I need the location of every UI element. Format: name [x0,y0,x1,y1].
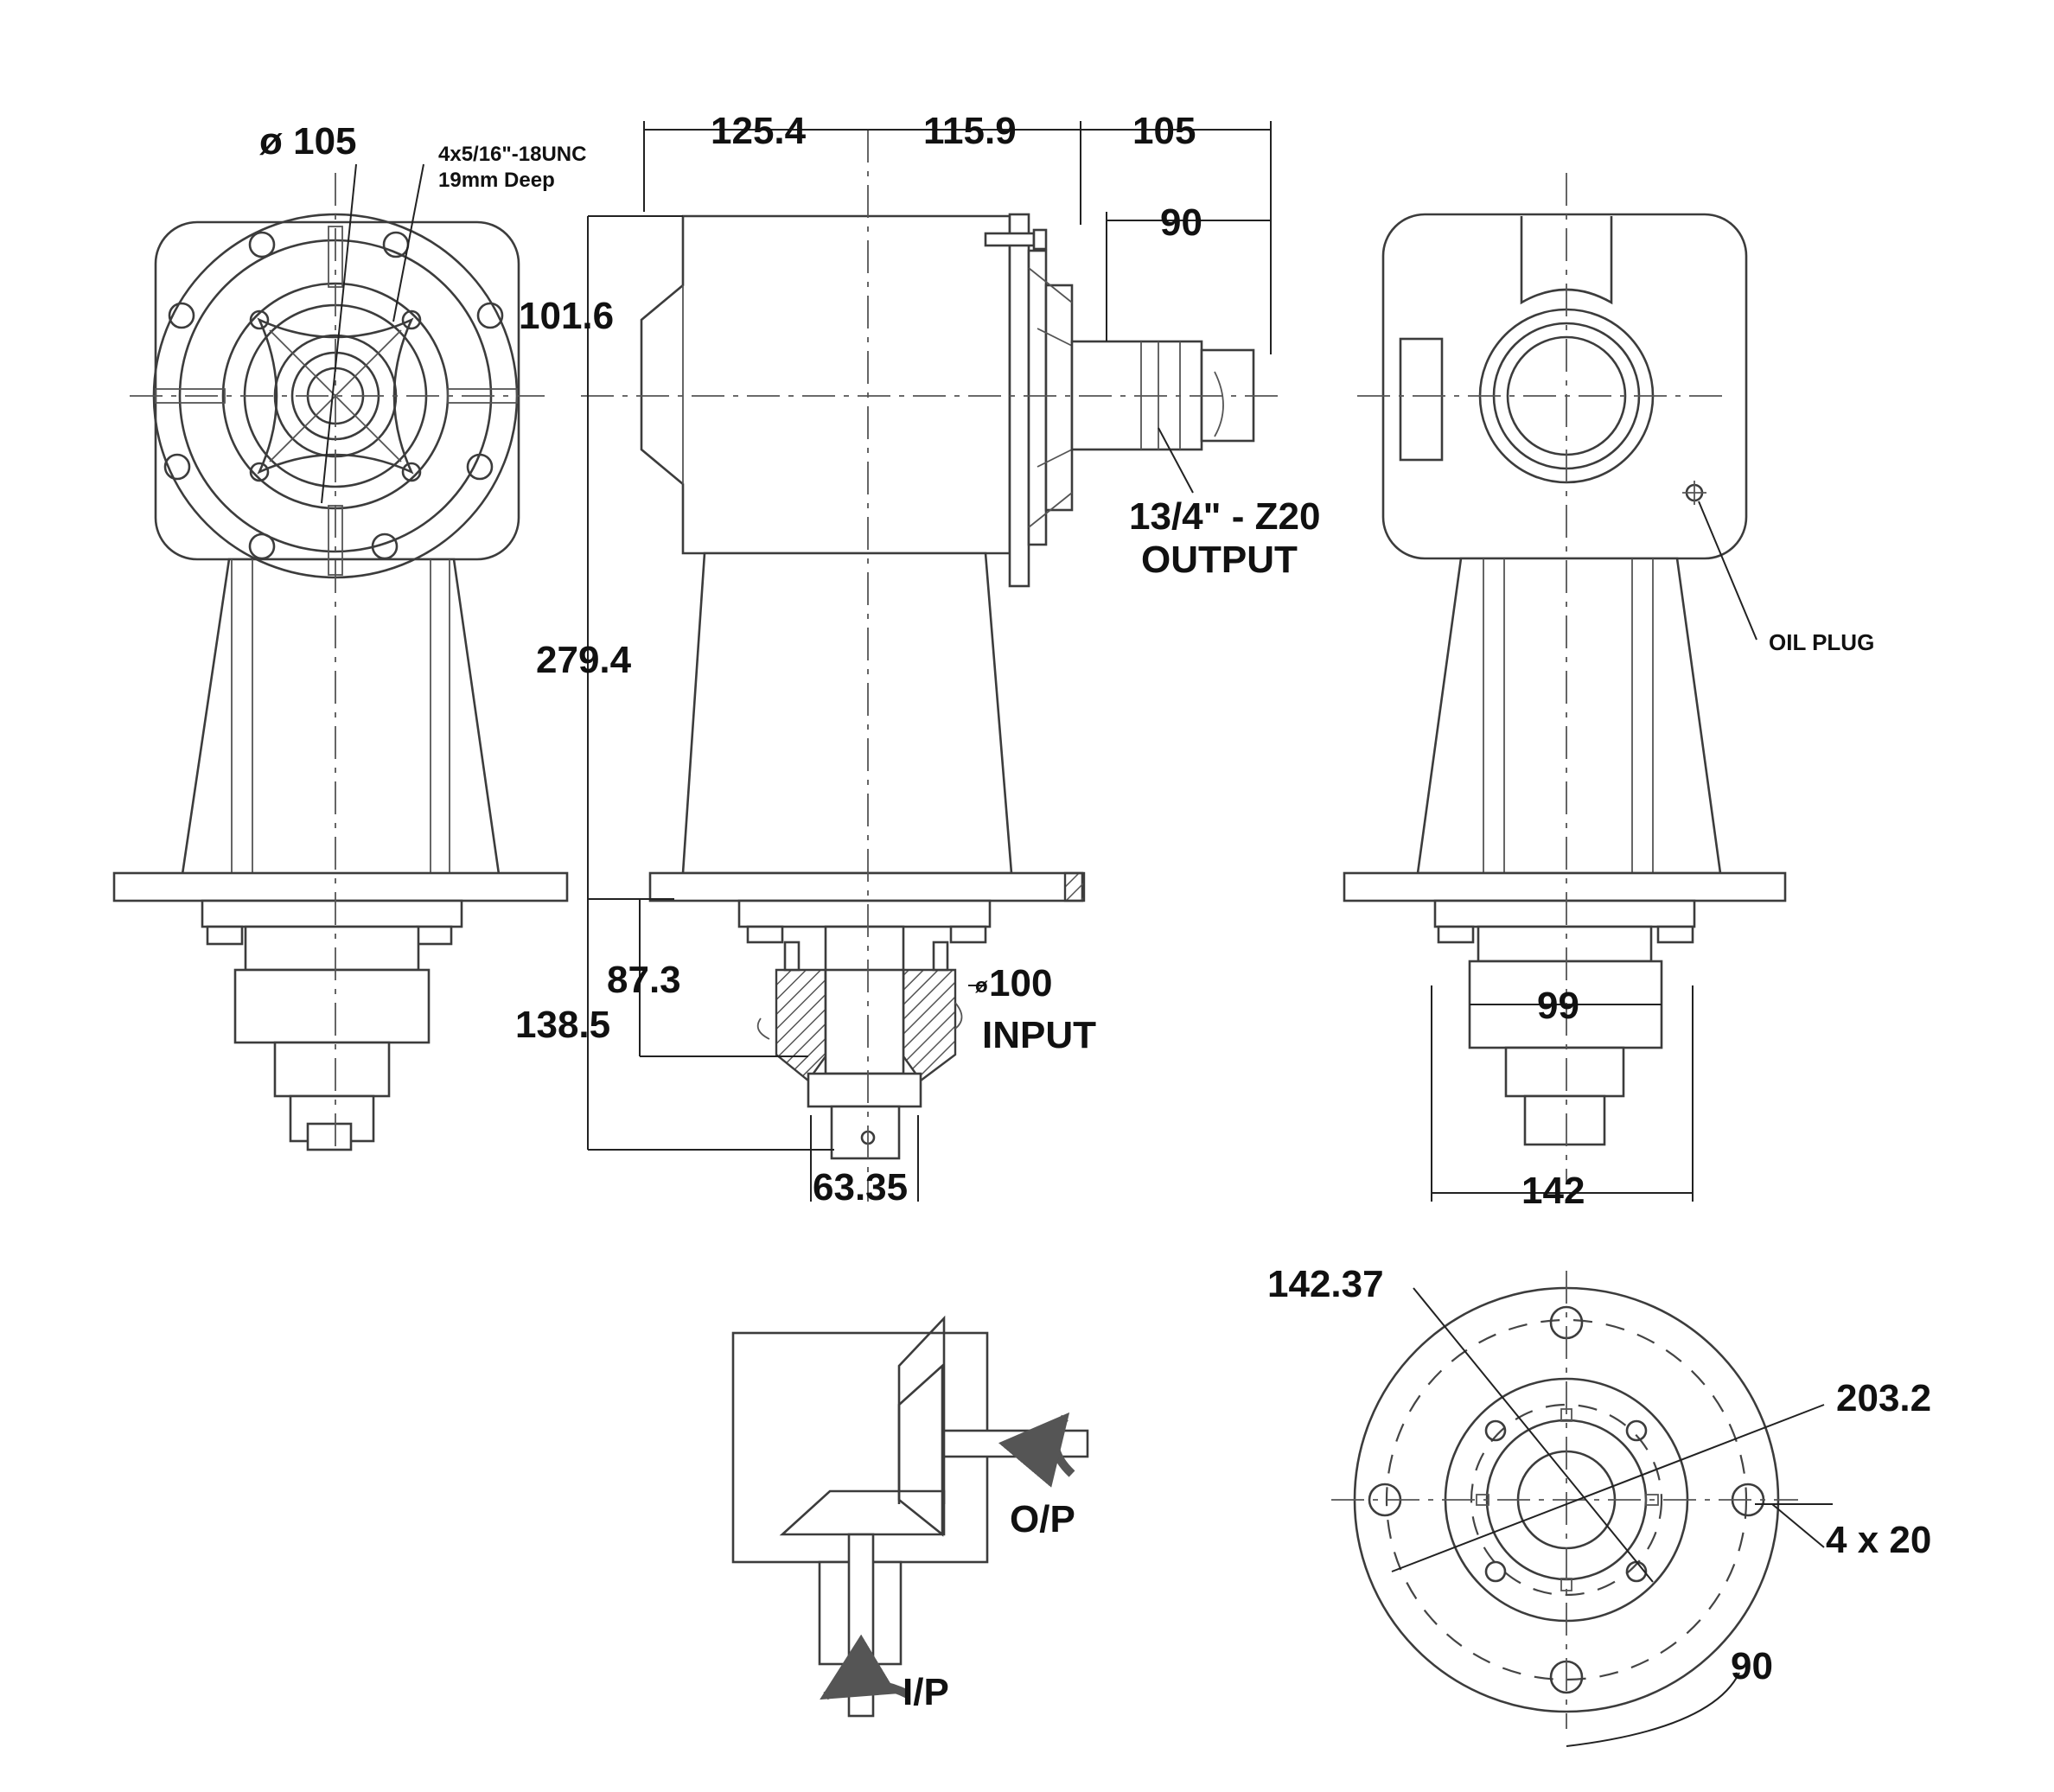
dim-279-4: 279.4 [536,639,632,681]
angle-90-label: 90 [1731,1645,1773,1687]
dim-99: 99 [1537,985,1579,1027]
dim-203-2: 203.2 [1836,1377,1931,1419]
oil-plug-label: OIL PLUG [1769,629,1874,655]
input-diameter-value: 100 [989,962,1052,1004]
dim-90-top: 90 [1160,201,1202,244]
dim-138-5: 138.5 [515,1004,610,1046]
thread-depth-label: 19mm Deep [438,169,555,192]
dimension-labels: ø 105 4x5/16"-18UNC 19mm Deep 125.4 115.… [259,110,1931,1713]
dim-105: 105 [1132,110,1196,152]
dim-101-6: 101.6 [519,295,614,337]
front-view [112,163,569,1151]
side-view [581,121,1279,1202]
holes-label: 4 x 20 [1826,1519,1931,1561]
input-label: INPUT [982,1014,1096,1056]
thread-spec-label: 4x5/16"-18UNC [438,143,586,166]
output-label: OUTPUT [1141,539,1298,581]
dim-142-37: 142.37 [1267,1263,1384,1305]
output-spec-label: 13/4" - Z20 [1129,495,1320,538]
op-label: O/P [1010,1498,1075,1540]
front-diameter-label: ø 105 [259,120,357,163]
dim-125-4: 125.4 [711,110,807,152]
input-diameter-symbol: ø [975,974,988,998]
gear-schematic [731,1315,1089,1718]
ip-label: I/P [903,1671,949,1713]
dim-142: 142 [1521,1170,1585,1212]
rear-view [1343,173,1787,1202]
dim-87-3: 87.3 [607,959,681,1001]
dim-63-35: 63.35 [813,1166,908,1208]
flange-view [1331,1271,1833,1747]
dim-115-9: 115.9 [923,110,1017,152]
